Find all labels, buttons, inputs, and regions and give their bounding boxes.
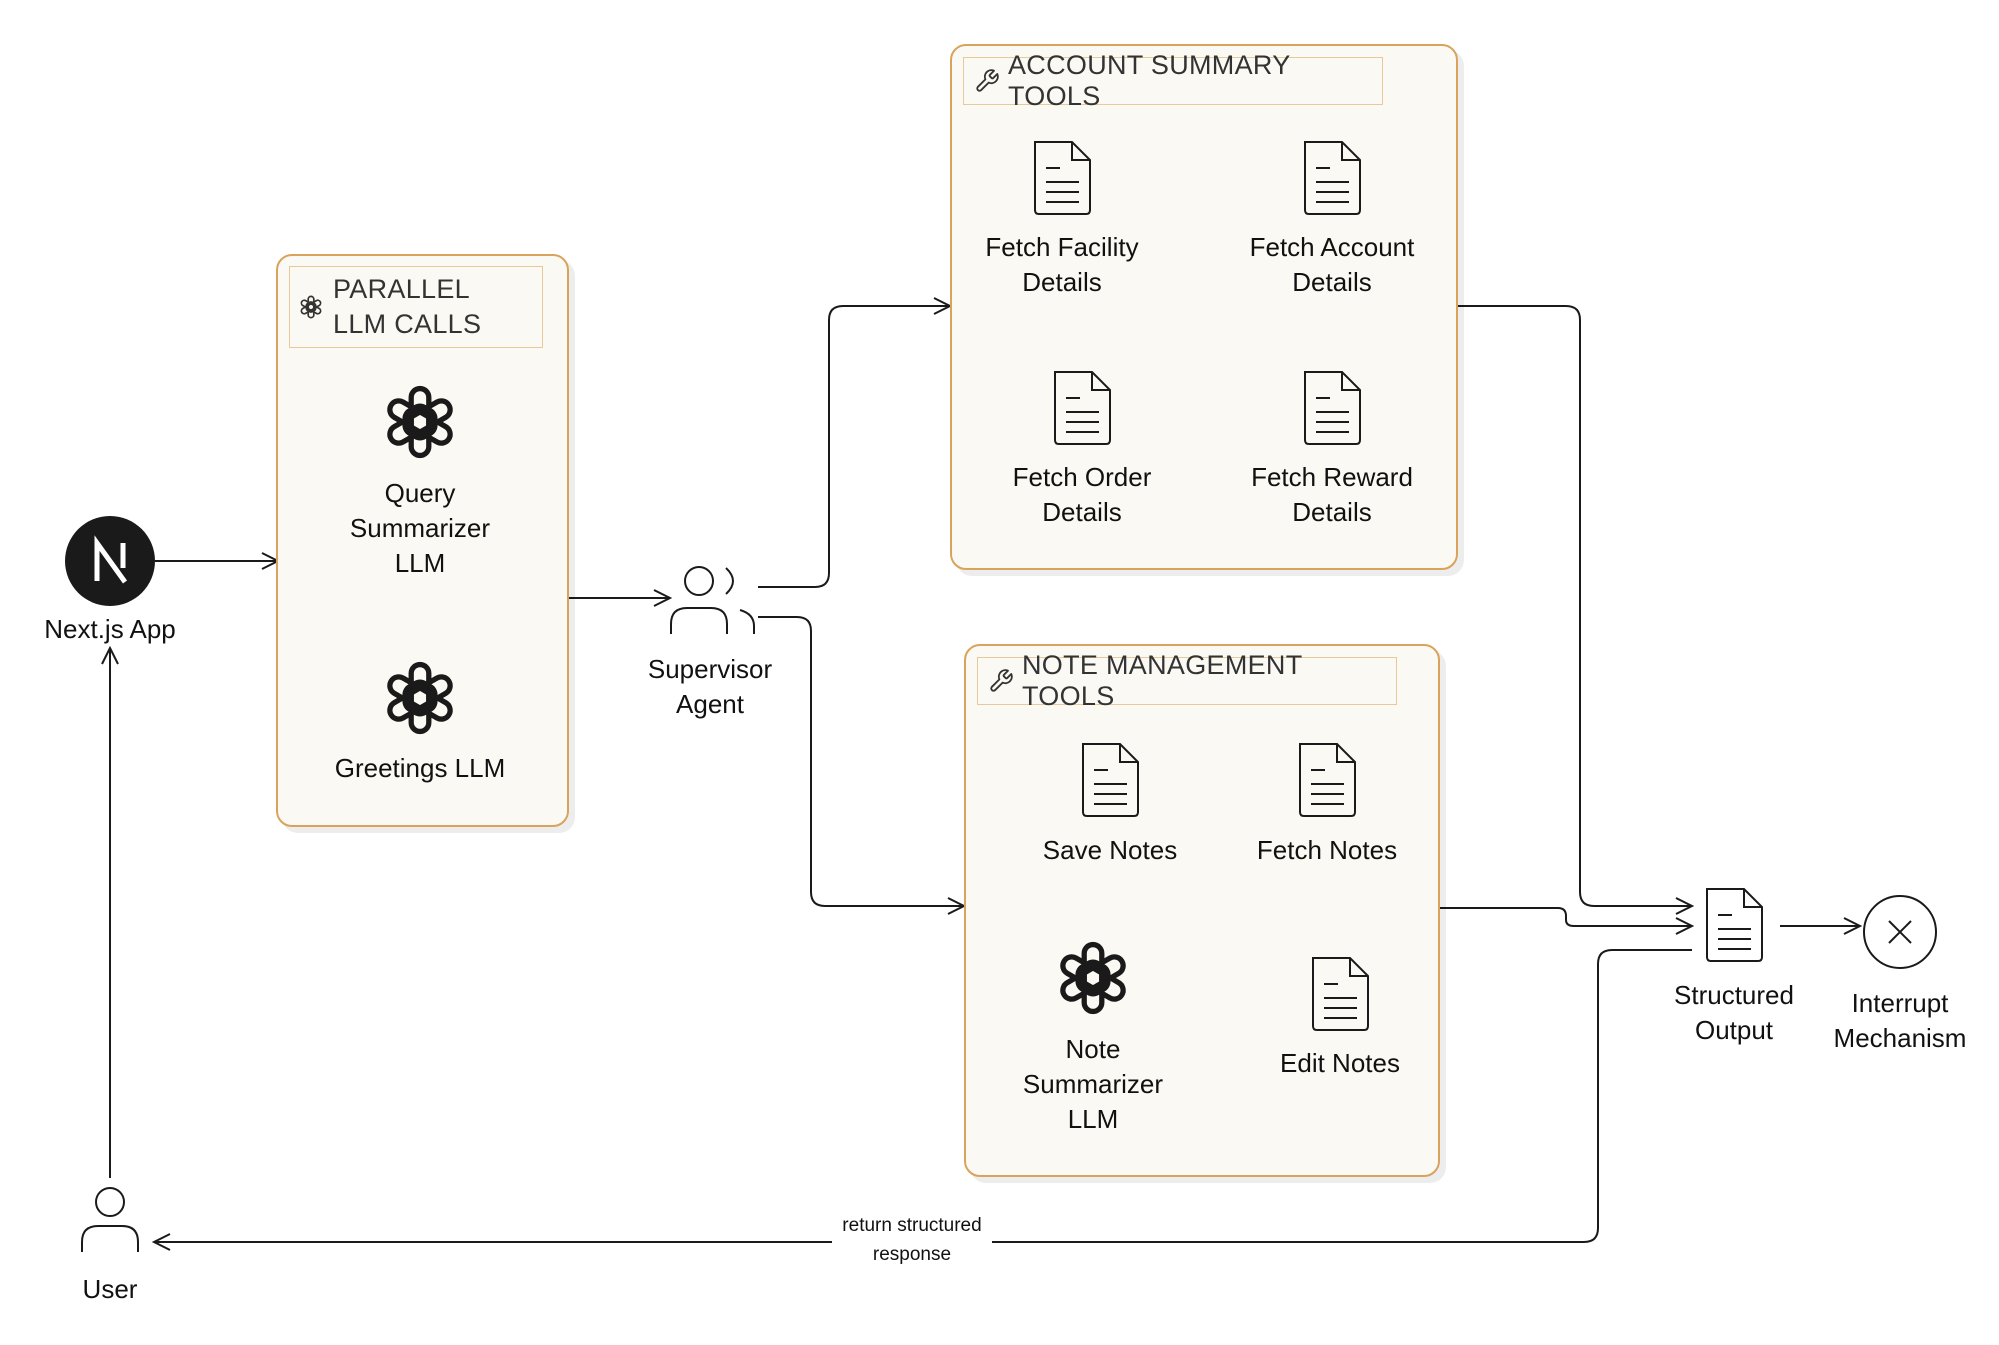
wrench-icon (988, 668, 1014, 694)
group-title-text: NOTE MANAGEMENT TOOLS (1022, 650, 1303, 711)
interrupt-mechanism-label: Interrupt Mechanism (1833, 988, 1967, 1053)
nextjs-logo-icon (65, 516, 155, 611)
fetch-reward-label: Fetch Reward Details (1251, 462, 1413, 527)
document-icon (1078, 740, 1142, 825)
supervisor-agent-label: Supervisor Agent (647, 654, 773, 719)
group-title-text: ACCOUNT SUMMARY TOOLS (1008, 50, 1291, 111)
edge-supervisor-to-account (758, 306, 950, 588)
account-summary-tools-group (950, 44, 1458, 570)
greetings-llm-label: Greetings LLM (334, 753, 506, 783)
document-icon (1300, 138, 1364, 223)
group-title-text: PARALLEL LLM CALLS (333, 274, 482, 339)
query-summarizer-label: Query Summarizer LLM (349, 478, 491, 578)
edit-notes-label: Edit Notes (1280, 1048, 1400, 1078)
nextjs-app-label: Next.js App (44, 614, 176, 644)
note-summarizer-label: Note Summarizer LLM (1022, 1034, 1164, 1134)
openai-logo-icon (376, 378, 464, 471)
close-circle-icon (1862, 894, 1938, 975)
user-label: User (82, 1274, 138, 1304)
note-management-tools-title: NOTE MANAGEMENT TOOLS (977, 650, 1397, 711)
document-icon (1030, 138, 1094, 223)
edge-supervisor-to-notes (758, 616, 964, 906)
openai-logo-icon (1049, 934, 1137, 1027)
structured-output-label: Structured Output (1674, 980, 1794, 1045)
note-management-tools-group (964, 644, 1440, 1177)
save-notes-label: Save Notes (1042, 835, 1178, 865)
users-icon (668, 564, 758, 641)
document-icon (1295, 740, 1359, 825)
edge-notes-to-output (1438, 907, 1692, 926)
fetch-facility-label: Fetch Facility Details (985, 232, 1139, 297)
edge-account-to-output (1456, 305, 1692, 906)
openai-logo-icon (297, 293, 325, 321)
document-icon (1308, 954, 1372, 1039)
fetch-order-label: Fetch Order Details (1012, 462, 1152, 527)
fetch-notes-label: Fetch Notes (1256, 835, 1398, 865)
account-summary-tools-title: ACCOUNT SUMMARY TOOLS (963, 50, 1383, 111)
document-icon (1300, 368, 1364, 453)
edge-output-to-user (154, 949, 1692, 1242)
fetch-account-label: Fetch Account Details (1249, 232, 1415, 297)
user-icon (78, 1186, 142, 1261)
wrench-icon (974, 68, 1000, 94)
openai-logo-icon (376, 654, 464, 747)
return-structured-response-label: return structured response (832, 1211, 992, 1269)
document-icon (1702, 885, 1766, 970)
document-icon (1050, 368, 1114, 453)
parallel-llm-calls-title: PARALLEL LLM CALLS (289, 266, 543, 348)
